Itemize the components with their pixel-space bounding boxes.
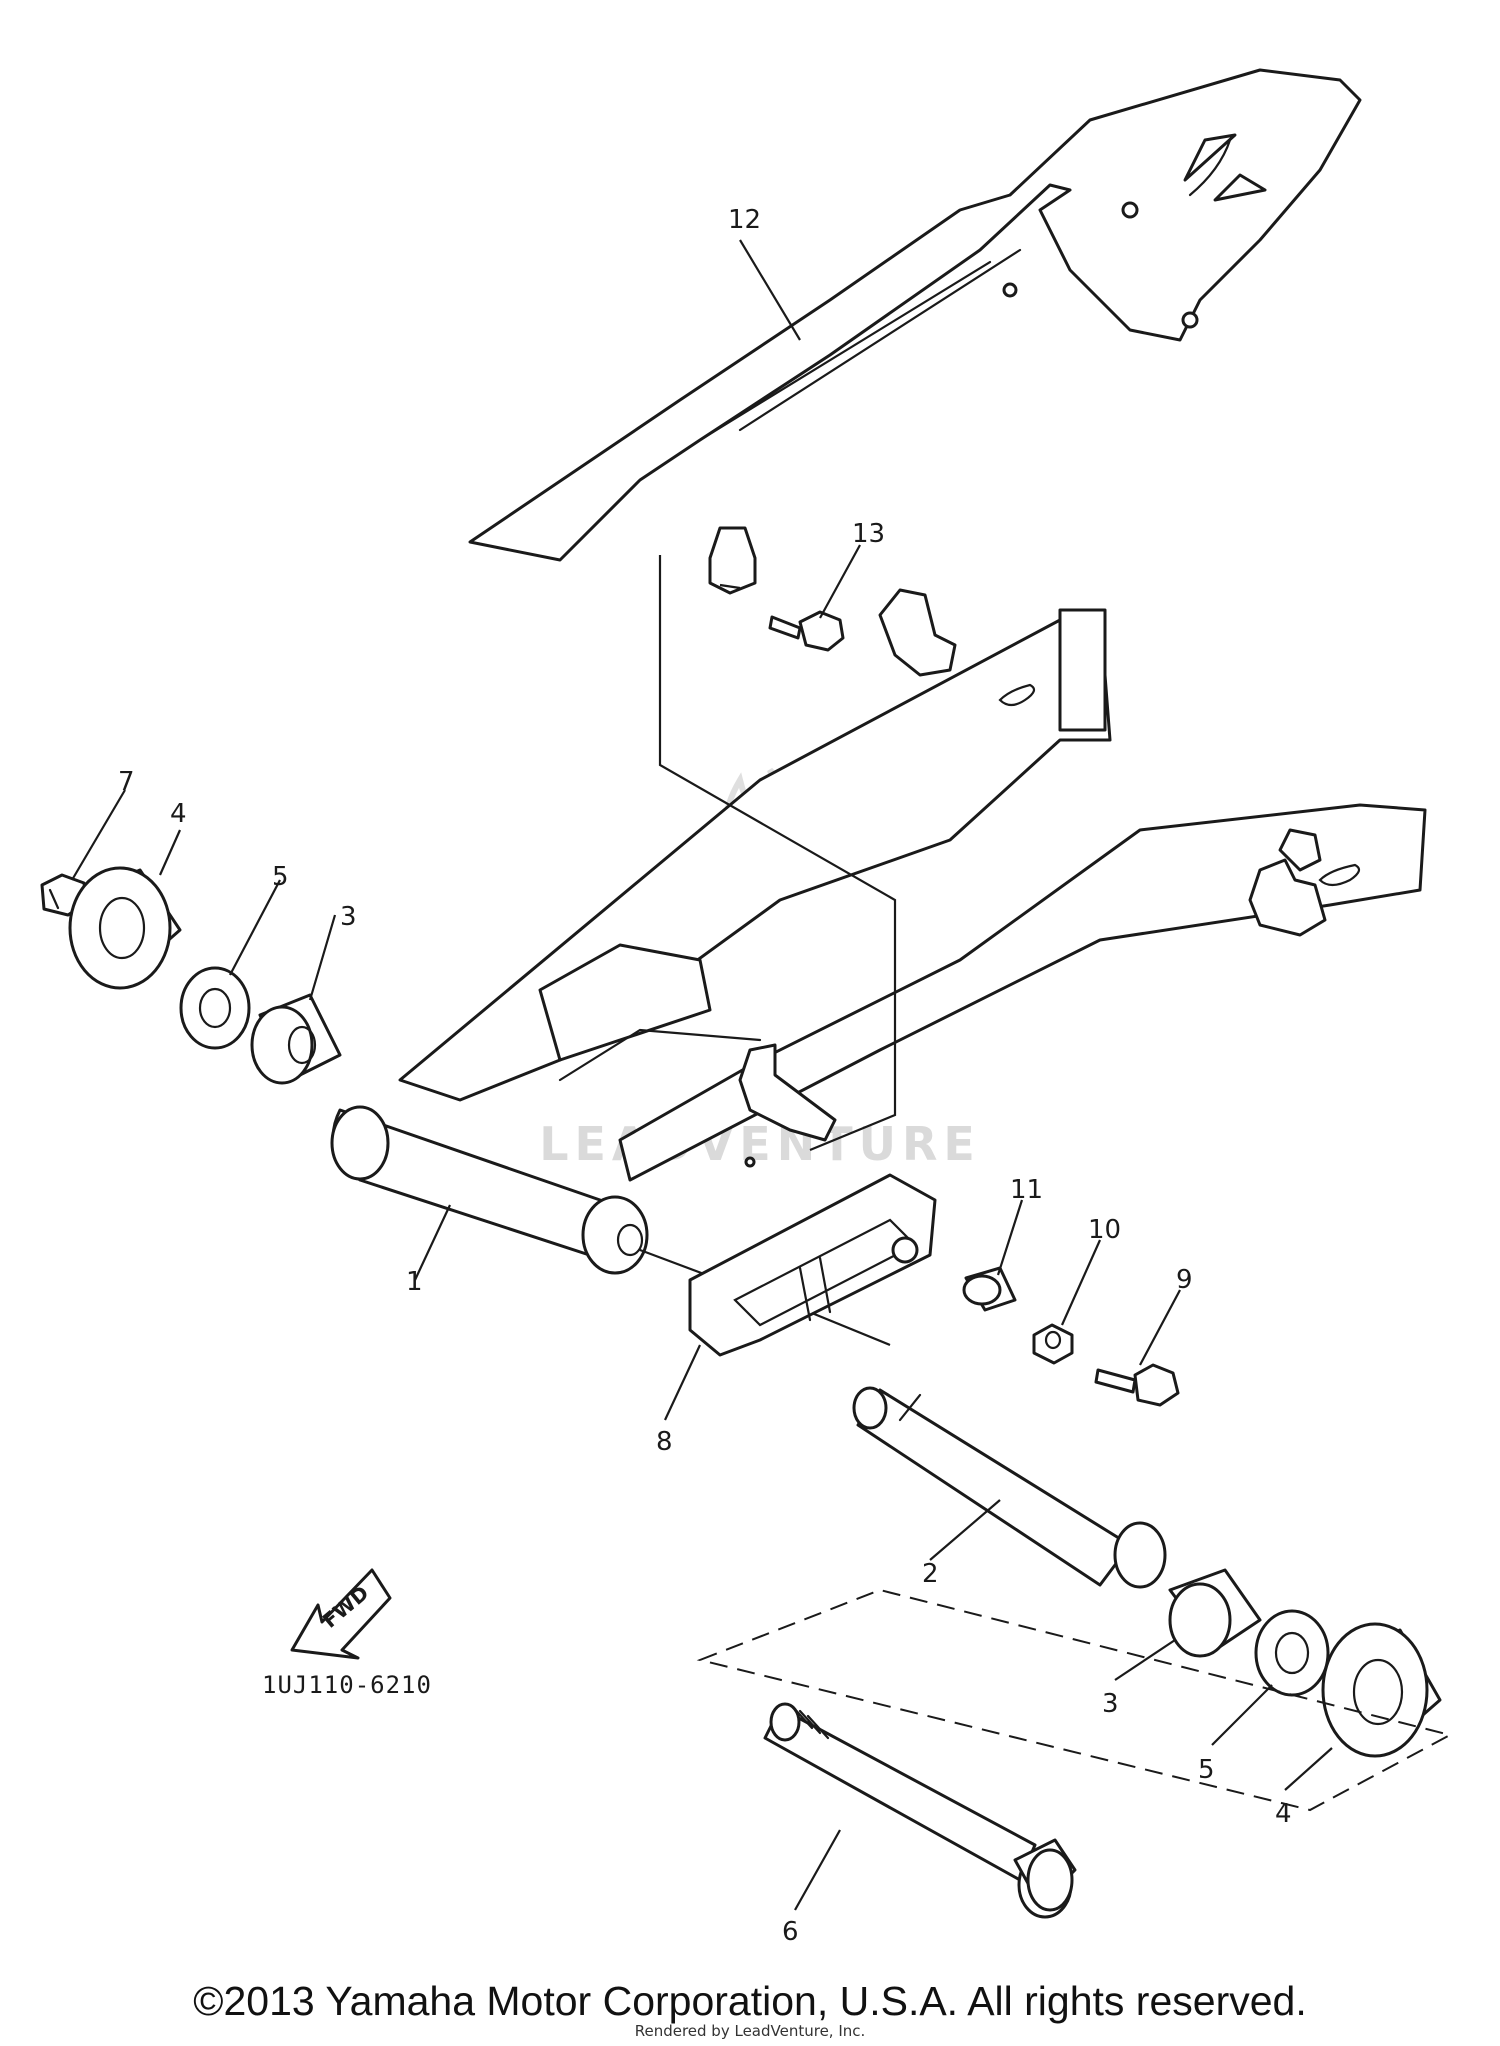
assembly-bracket-dashed (696, 1588, 1453, 1812)
nut-part-10 (1032, 1323, 1074, 1365)
bolt-part-13 (768, 610, 845, 652)
callout-8: 8 (656, 1427, 673, 1457)
bushing-part-3-left (250, 993, 342, 1085)
chain-slider-part-8 (688, 1173, 937, 1357)
callout-3-left: 3 (340, 902, 357, 932)
chain-guard-part-12 (468, 68, 1362, 595)
callout-5-right: 5 (1198, 1755, 1215, 1785)
callout-4-left: 4 (170, 799, 187, 829)
washer-part-5-left (179, 966, 251, 1050)
pivot-shaft-part-2 (852, 1386, 1167, 1589)
dust-seal-part-4-left (68, 866, 182, 990)
watermark-text: LEADVENTURE (539, 1117, 981, 1171)
swing-arm-part-1 (330, 588, 1427, 1275)
pivot-bolt-part-6 (763, 1702, 1077, 1919)
callout-12: 12 (728, 205, 761, 235)
callout-3-right: 3 (1102, 1689, 1119, 1719)
dust-seal-part-4-right (1321, 1622, 1442, 1758)
callout-10: 10 (1088, 1215, 1121, 1245)
callout-1: 1 (406, 1267, 423, 1297)
callout-13: 13 (852, 519, 885, 549)
callout-6: 6 (782, 1917, 799, 1947)
diagram-part-code: 1UJ110-6210 (262, 1671, 432, 1699)
bolt-part-9 (1094, 1363, 1180, 1407)
bushing-part-3-right (1168, 1568, 1262, 1658)
callout-2: 2 (922, 1559, 939, 1589)
fwd-arrow-icon: FWD (290, 1568, 392, 1660)
callout-5-left: 5 (272, 862, 289, 892)
leadventure-watermark: LEADVENTURE (539, 767, 981, 1171)
callout-leaders (71, 239, 1333, 1911)
callout-9: 9 (1176, 1265, 1193, 1295)
copyright-notice: ©2013 Yamaha Motor Corporation, U.S.A. A… (193, 1978, 1307, 2024)
washer-part-5-right (1254, 1609, 1330, 1697)
callout-4-right: 4 (1275, 1799, 1292, 1829)
callout-7: 7 (118, 767, 135, 797)
collar-part-11 (962, 1266, 1017, 1312)
rendered-by-notice: Rendered by LeadVenture, Inc. (634, 2022, 866, 2040)
callout-11: 11 (1010, 1175, 1043, 1205)
callout-labels: 1 2 3 3 4 4 5 5 6 7 8 9 10 11 12 13 (118, 205, 1292, 1947)
